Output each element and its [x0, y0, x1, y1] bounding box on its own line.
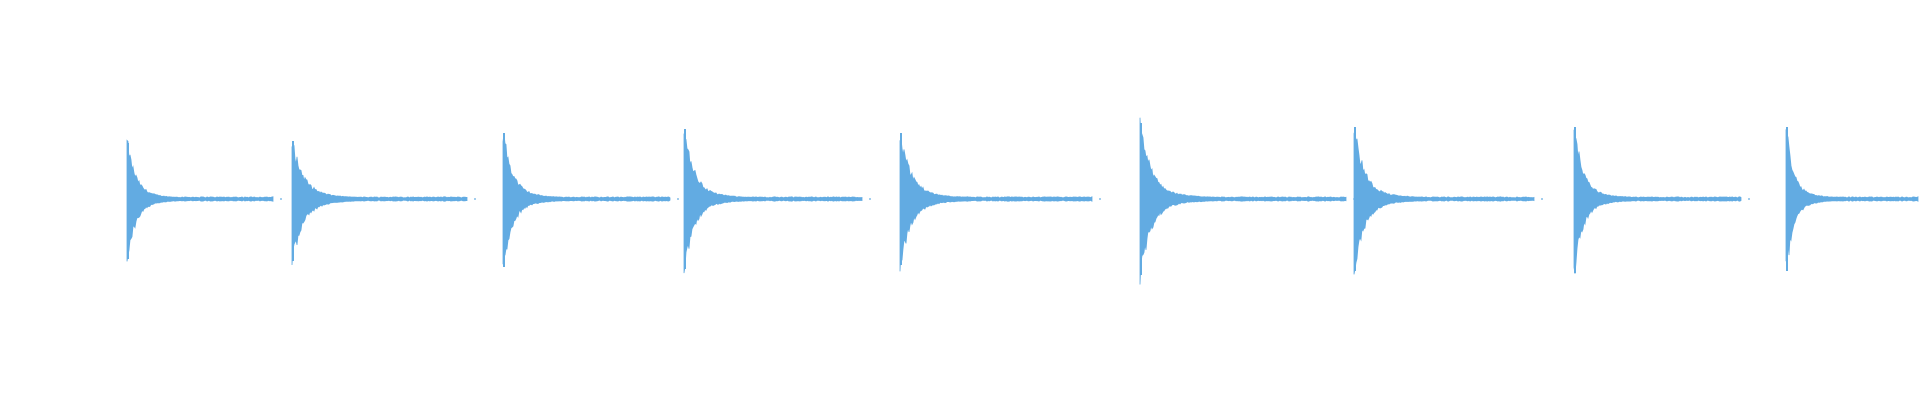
waveform-event-6 [1139, 117, 1347, 285]
waveform-event-3 [502, 133, 671, 265]
waveform-events [126, 117, 1919, 285]
waveform-event-2 [291, 145, 468, 266]
waveform-event-4 [683, 133, 863, 274]
waveform-event-1 [126, 139, 274, 262]
waveform-event-9 [1785, 129, 1919, 262]
waveform-noise-1 [280, 198, 282, 200]
waveform-event-7 [1353, 130, 1535, 275]
waveform-noise-7 [1541, 198, 1543, 200]
waveform-event-8 [1573, 129, 1742, 274]
waveform-noise-5 [1099, 198, 1101, 200]
waveform-noise-9 [1915, 198, 1917, 200]
waveform-noise-2 [474, 198, 476, 200]
waveform-noise-8 [1748, 198, 1750, 200]
waveform-noise-4 [869, 198, 871, 200]
waveform-noise-3 [677, 198, 679, 200]
waveform-event-5 [899, 136, 1093, 272]
